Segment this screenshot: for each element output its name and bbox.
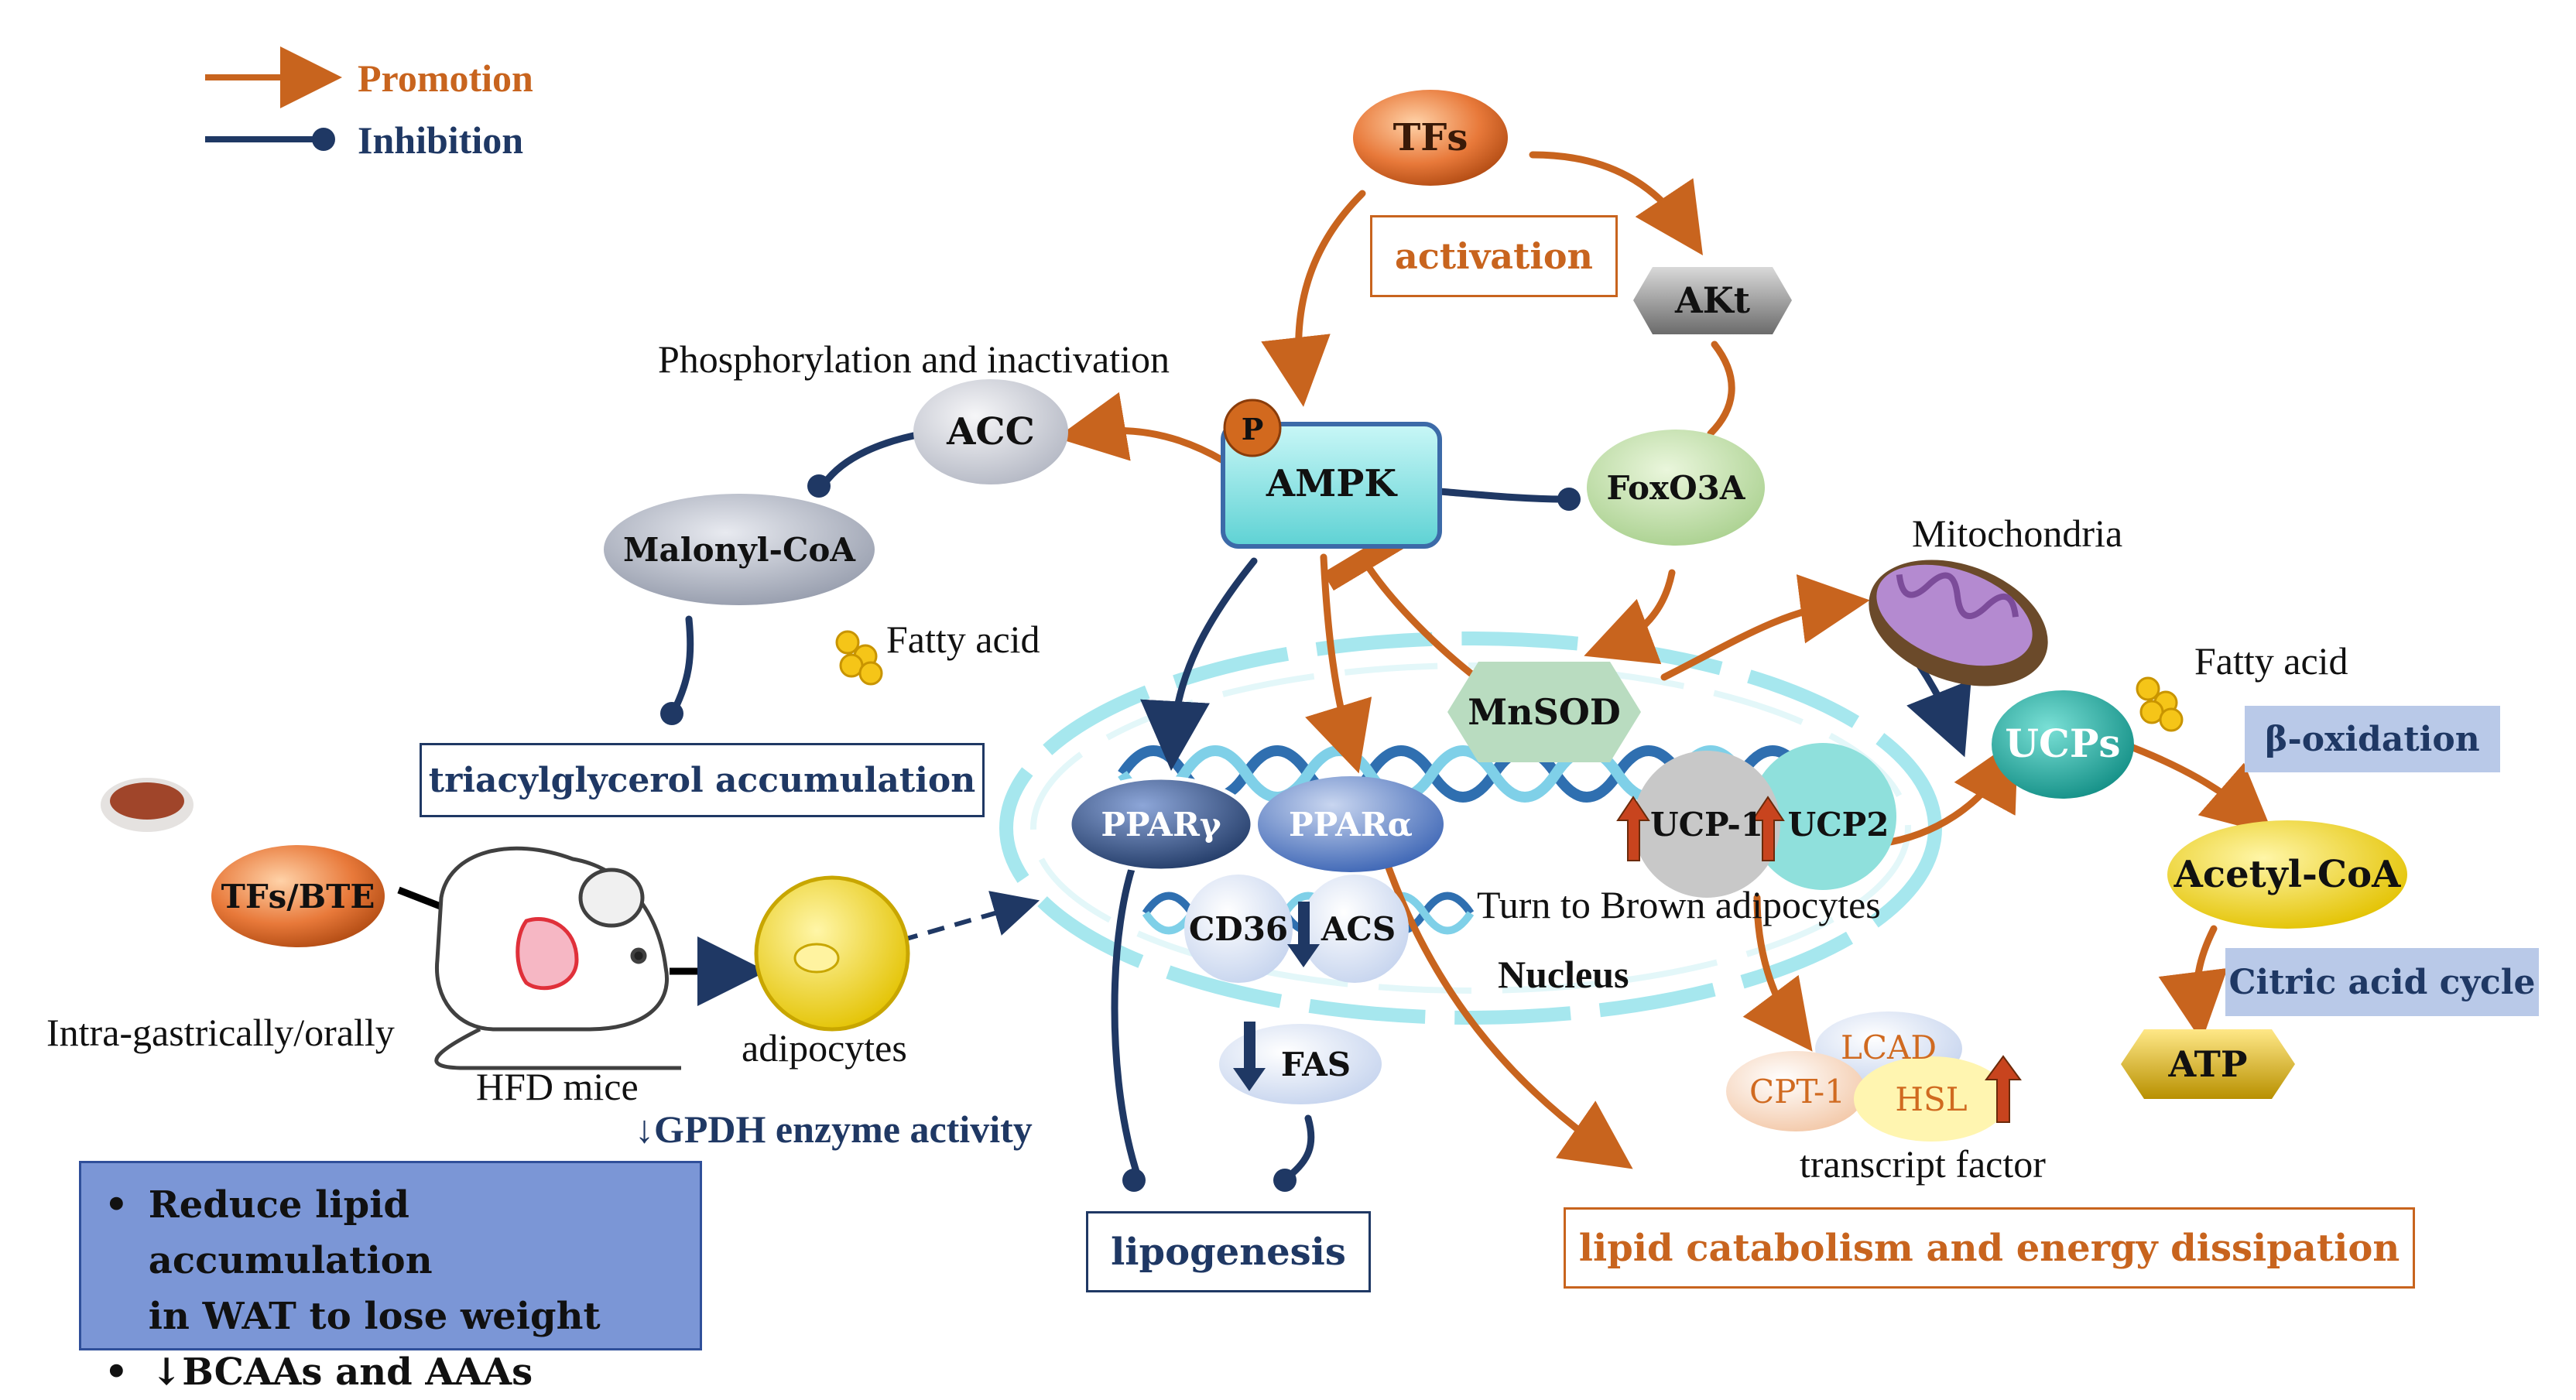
acc-node-shape — [913, 379, 1068, 484]
triacylglycerol-label: triacylglycerol accumulation — [420, 743, 985, 817]
malonyl-coa-node: Malonyl-CoA — [622, 530, 856, 569]
nucleus-inner — [1030, 662, 1911, 994]
foxo3a-node-shape — [1587, 430, 1765, 546]
citric-acid-label: Citric acid cycle — [2225, 948, 2539, 1016]
lcad-node: LCAD — [1840, 1028, 1937, 1066]
lipid-catabolism-label: lipid catabolism and energy dissipation — [1564, 1207, 2415, 1289]
ppar-gamma-node: PPARγ — [1101, 805, 1221, 844]
arrow-akt-foxo3a — [1707, 341, 1735, 437]
summary-box: • Reduce lipid accumulation in WAT to lo… — [79, 1161, 702, 1394]
summary-bullet-2: • ↓BCAAs and AAAs — [104, 1344, 677, 1400]
hsl-node-shape — [1854, 1056, 2009, 1142]
malonyl-node-shape — [604, 494, 875, 605]
hsl-node: HSL — [1895, 1080, 1968, 1118]
acc-node: ACC — [947, 410, 1035, 454]
legend-inhibition-dot — [312, 128, 335, 151]
arrow-acetylcoa-atp — [2158, 925, 2228, 1042]
foxo3a-node: FoxO3A — [1606, 468, 1745, 507]
pparalpha-node-shape — [1258, 776, 1444, 872]
akt-node-shape — [1633, 267, 1792, 334]
cpt1-node: CPT-1 — [1749, 1072, 1845, 1111]
nucleus-label: Nucleus — [1498, 953, 1629, 996]
mouse-icon — [434, 846, 681, 1070]
fatty-acid-left-label: Fatty acid — [886, 618, 1040, 661]
arrow-mnsod-ampk — [1323, 529, 1475, 677]
acs-node-shape — [1300, 875, 1409, 983]
summary-bullet-1: • Reduce lipid accumulation in WAT to lo… — [104, 1183, 601, 1338]
inhib-acc-malonyl — [820, 430, 929, 488]
arrow-mnsod-mito — [1660, 574, 1870, 681]
atp-node: ATP — [2168, 1043, 2248, 1085]
arrow-ucps-acetylcoa — [2117, 739, 2274, 835]
p-badge: P — [1241, 411, 1264, 447]
turn-brown-label: Turn to Brown adipocytes — [1477, 883, 1881, 926]
tfs-bte-node: TFs/BTE — [221, 877, 375, 916]
beta-oxidation-label: β-oxidation — [2245, 706, 2500, 772]
inhib-ampk-foxo3a — [1436, 488, 1567, 503]
tfs-node-shape — [1353, 90, 1508, 186]
fatty-acid-right-label: Fatty acid — [2194, 639, 2348, 683]
inhib-fas-lipogenesis — [1285, 1114, 1315, 1180]
cd36-node: CD36 — [1188, 909, 1289, 948]
ucps-node: UCPs — [2005, 720, 2121, 766]
mnsod-node: MnSOD — [1468, 691, 1621, 733]
arrow-tfs-akt — [1529, 151, 1703, 255]
atp-node-shape — [2121, 1029, 2295, 1099]
transcript-factor-label: transcript factor — [1800, 1142, 2046, 1186]
arrow-ampk-acc — [1056, 392, 1227, 464]
mnsod-node-shape — [1447, 662, 1641, 762]
ucp2-node: UCP2 — [1787, 805, 1889, 844]
arrow-ucp-ucps — [1877, 738, 2019, 847]
p-badge-shape — [1223, 399, 1282, 457]
up-arrow-icons — [1616, 796, 2022, 1123]
ucp2-node-shape — [1749, 743, 1896, 890]
legend-inhibition-label: Inhibition — [358, 118, 524, 162]
adipocytes-label: adipocytes — [742, 1026, 907, 1070]
summary-bullet-2-text: ↓BCAAs and AAAs — [151, 1350, 533, 1394]
inhib-malonyl-tag — [670, 615, 694, 716]
arrow-to-cpt1 — [1742, 894, 1813, 1052]
acetylcoa-node-shape — [2167, 820, 2407, 929]
arrow-mito-ucps — [1906, 662, 1971, 758]
fatty-acid-droplets-right — [2136, 676, 2184, 732]
inhib-ampk-ppargamma — [1140, 557, 1258, 771]
ampk-node-shape — [1221, 422, 1442, 549]
arrow-tfs-ampk — [1261, 190, 1366, 407]
arrow-foxo3a-mnsod — [1584, 569, 1676, 665]
ppar-alpha-node: PPARα — [1289, 805, 1413, 844]
intra-gastric-label: Intra-gastrically/orally — [46, 1011, 395, 1054]
legend-promotion-label: Promotion — [358, 56, 533, 100]
tfs-node: TFs — [1392, 116, 1468, 159]
down-arrow-icons — [1233, 902, 1320, 1091]
fas-node-shape — [1219, 1024, 1382, 1104]
cpt1-node-shape — [1726, 1051, 1865, 1131]
ucp1-node-shape — [1633, 751, 1780, 898]
ppargamma-node-shape — [1067, 775, 1255, 873]
gpdh-label: ↓GPDH enzyme activity — [635, 1107, 1033, 1151]
mitochondria-label: Mitochondria — [1912, 512, 2123, 555]
lipogenesis-label: lipogenesis — [1086, 1211, 1371, 1292]
fatty-acid-droplets-left — [835, 630, 883, 686]
mitochondria-shape — [1869, 560, 2048, 686]
hfd-mice-label: HFD mice — [476, 1065, 639, 1108]
cd36-node-shape — [1184, 875, 1293, 983]
akt-node: AKt — [1675, 279, 1750, 321]
ucps-node-shape — [1992, 690, 2134, 799]
tfsbte-node-shape — [211, 845, 385, 947]
activation-label: activation — [1370, 215, 1618, 297]
phosphorylation-label: Phosphorylation and inactivation — [658, 337, 1170, 381]
inhib-ppargamma-lipogenesis-a — [1111, 847, 1142, 1180]
ampk-node: AMPK — [1266, 462, 1397, 505]
ucp1-node: UCP-1 — [1650, 805, 1763, 844]
summary-bullet-1-line-1: Reduce lipid accumulation — [148, 1183, 433, 1282]
acs-node: ACS — [1321, 909, 1396, 948]
acetyl-coa-node: Acetyl-CoA — [2174, 853, 2401, 896]
summary-bullet-1-line-2: in WAT to lose weight — [148, 1295, 601, 1338]
fas-node: FAS — [1280, 1045, 1351, 1083]
arrow-ppar-lipid-catabolism — [1382, 855, 1633, 1169]
